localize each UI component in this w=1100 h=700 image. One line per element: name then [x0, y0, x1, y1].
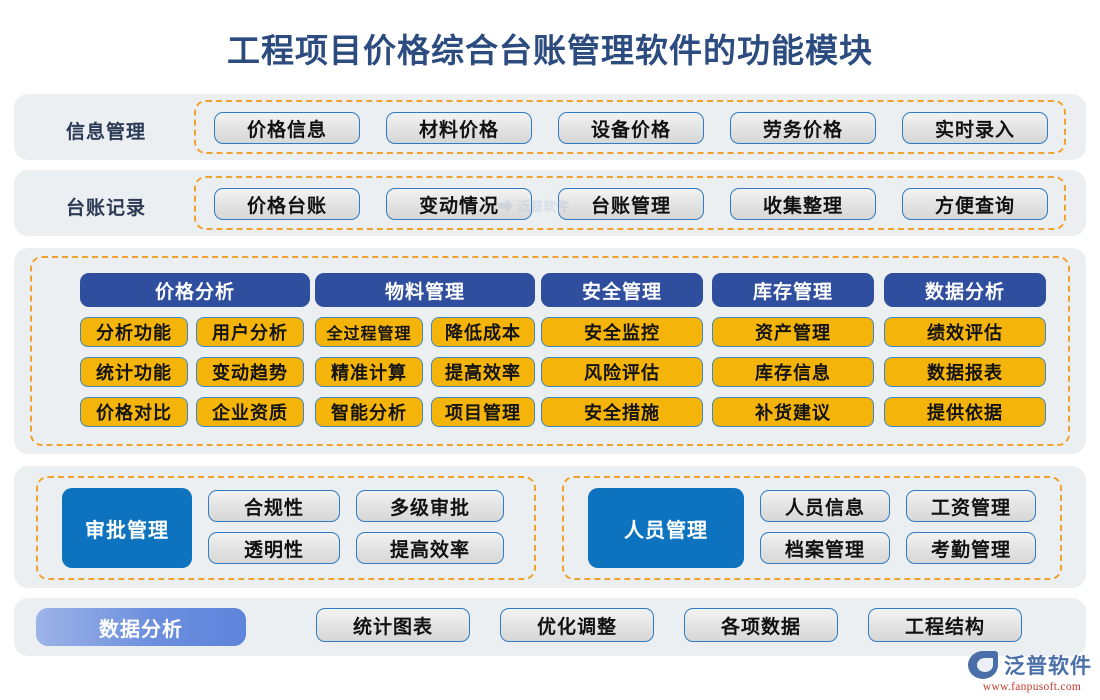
- grid-header-2[interactable]: 物料管理: [315, 273, 535, 307]
- grid-cell-c2b-r3[interactable]: 项目管理: [431, 397, 535, 427]
- grid-cell-c1a-r2[interactable]: 统计功能: [80, 357, 188, 387]
- group-item-personnel-1[interactable]: 人员信息: [760, 490, 890, 522]
- grid-cell-c2a-r3[interactable]: 智能分析: [315, 397, 423, 427]
- bottom-header[interactable]: 数据分析: [36, 608, 246, 646]
- pill-ledger-1[interactable]: 价格台账: [214, 188, 360, 220]
- grid-cell-c1b-r2[interactable]: 变动趋势: [196, 357, 304, 387]
- bottom-item-2[interactable]: 优化调整: [500, 608, 654, 642]
- dashed-border-personnel-group: [562, 476, 1062, 580]
- pill-ledger-2[interactable]: 变动情况: [386, 188, 532, 220]
- group-item-approval-2[interactable]: 多级审批: [356, 490, 504, 522]
- pill-info-3[interactable]: 设备价格: [558, 112, 704, 144]
- group-item-approval-3[interactable]: 透明性: [208, 532, 340, 564]
- grid-cell-c4-r2[interactable]: 库存信息: [712, 357, 874, 387]
- swoosh-icon: [968, 651, 998, 679]
- group-item-personnel-2[interactable]: 工资管理: [906, 490, 1036, 522]
- group-item-personnel-4[interactable]: 考勤管理: [906, 532, 1036, 564]
- grid-cell-c3-r3[interactable]: 安全措施: [541, 397, 703, 427]
- grid-header-1[interactable]: 价格分析: [80, 273, 310, 307]
- grid-cell-c5-r1[interactable]: 绩效评估: [884, 317, 1046, 347]
- grid-cell-c3-r2[interactable]: 风险评估: [541, 357, 703, 387]
- group-item-approval-4[interactable]: 提高效率: [356, 532, 504, 564]
- grid-cell-c3-r1[interactable]: 安全监控: [541, 317, 703, 347]
- grid-cell-c1b-r3[interactable]: 企业资质: [196, 397, 304, 427]
- row-label-ledger-record: 台账记录: [66, 198, 147, 219]
- bottom-item-1[interactable]: 统计图表: [316, 608, 470, 642]
- dashed-border-info-management: [194, 100, 1066, 154]
- dashed-border-ledger-record: [194, 176, 1066, 230]
- group-item-approval-1[interactable]: 合规性: [208, 490, 340, 522]
- bottom-item-4[interactable]: 工程结构: [868, 608, 1022, 642]
- grid-cell-c2a-r2[interactable]: 精准计算: [315, 357, 423, 387]
- grid-cell-c1a-r1[interactable]: 分析功能: [80, 317, 188, 347]
- grid-cell-c5-r3[interactable]: 提供依据: [884, 397, 1046, 427]
- page-title: 工程项目价格综合台账管理软件的功能模块: [227, 34, 873, 70]
- logo-name: 泛普软件: [1004, 654, 1092, 678]
- group-header-approval[interactable]: 审批管理: [62, 488, 192, 568]
- dashed-border-main-grid: [30, 256, 1070, 446]
- pill-info-5[interactable]: 实时录入: [902, 112, 1048, 144]
- dashed-border-approval-group: [36, 476, 536, 580]
- pill-ledger-3[interactable]: 台账管理: [558, 188, 704, 220]
- pill-ledger-4[interactable]: 收集整理: [730, 188, 876, 220]
- pill-ledger-5[interactable]: 方便查询: [902, 188, 1048, 220]
- logo-row: 泛普软件: [968, 650, 1096, 680]
- grid-cell-c5-r2[interactable]: 数据报表: [884, 357, 1046, 387]
- section-groups: [14, 466, 1086, 588]
- grid-cell-c1b-r1[interactable]: 用户分析: [196, 317, 304, 347]
- pill-info-4[interactable]: 劳务价格: [730, 112, 876, 144]
- grid-cell-c2b-r2[interactable]: 提高效率: [431, 357, 535, 387]
- logo-url: www.fanpusoft.com: [982, 681, 1082, 693]
- bottom-item-3[interactable]: 各项数据: [684, 608, 838, 642]
- grid-cell-c4-r3[interactable]: 补货建议: [712, 397, 874, 427]
- grid-cell-c2a-r1[interactable]: 全过程管理: [315, 317, 423, 347]
- group-header-personnel[interactable]: 人员管理: [588, 488, 744, 568]
- brand-logo: 泛普软件 www.fanpusoft.com: [968, 650, 1096, 696]
- grid-cell-c1a-r3[interactable]: 价格对比: [80, 397, 188, 427]
- group-item-personnel-3[interactable]: 档案管理: [760, 532, 890, 564]
- grid-header-5[interactable]: 数据分析: [884, 273, 1046, 307]
- pill-info-1[interactable]: 价格信息: [214, 112, 360, 144]
- row-label-info-management: 信息管理: [66, 122, 147, 143]
- grid-cell-c4-r1[interactable]: 资产管理: [712, 317, 874, 347]
- grid-header-4[interactable]: 库存管理: [712, 273, 874, 307]
- pill-info-2[interactable]: 材料价格: [386, 112, 532, 144]
- grid-cell-c2b-r1[interactable]: 降低成本: [431, 317, 535, 347]
- grid-header-3[interactable]: 安全管理: [541, 273, 703, 307]
